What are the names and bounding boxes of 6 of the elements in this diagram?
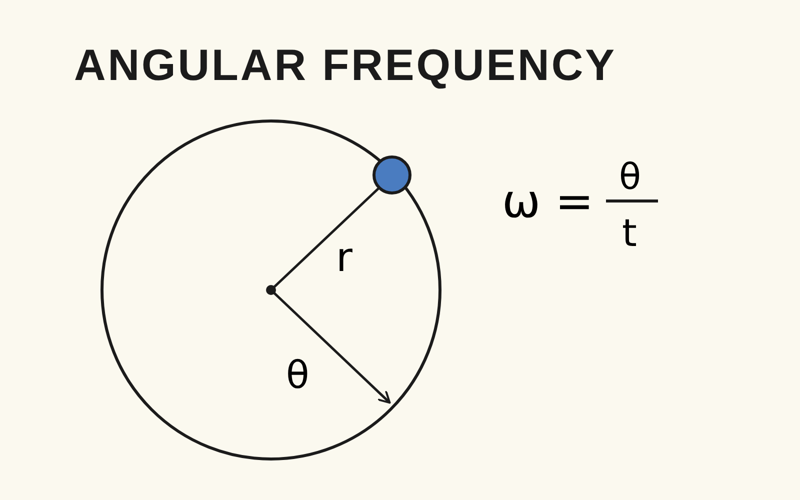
radius-label: r (336, 238, 352, 278)
denominator-text: t (622, 214, 637, 252)
numerator-text: θ (619, 160, 642, 196)
formula-text: ω = (502, 178, 594, 224)
angle-label: θ (286, 356, 310, 394)
title: ANGULAR FREQUENCY (74, 44, 616, 88)
